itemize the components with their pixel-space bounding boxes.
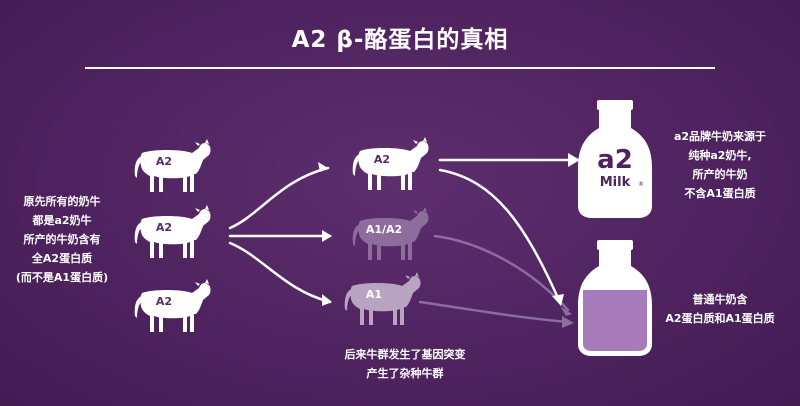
left-note-line: 全A2蛋白质	[31, 252, 93, 265]
left-note-line: 原先所有的奶牛	[23, 195, 101, 208]
mutation-note-line: 后来牛群发生了基因突变	[344, 348, 466, 361]
bottle-brand-milk: Milk	[600, 175, 631, 190]
a2-milk-note-line: a2品牌牛奶来源于	[673, 130, 767, 143]
cow-center-bottom: A1	[344, 272, 421, 325]
regular-milk-note-line: A2蛋白质和A1蛋白质	[665, 312, 775, 325]
cow-center-middle: A1/A2	[352, 207, 429, 260]
a2-milk-note-line: 纯种a2奶牛,	[688, 149, 752, 162]
arrow-a1-to-regular-milk	[418, 300, 570, 324]
arrow-to-center-bottom	[228, 241, 332, 304]
registered-mark: ®	[638, 181, 644, 188]
left-note-line: 所产的牛奶含有	[23, 233, 101, 246]
arrow-to-center-top	[228, 166, 330, 230]
cow-label: A1	[366, 288, 382, 301]
cow-left-bottom: A2	[134, 279, 211, 332]
regular-milk-note: 普通牛奶含 A2蛋白质和A1蛋白质	[648, 290, 792, 328]
left-note: 原先所有的奶牛 都是a2奶牛 所产的牛奶含有 全A2蛋白质 (而不是A1蛋白质)	[4, 192, 120, 287]
left-note-line: 都是a2奶牛	[32, 214, 92, 227]
cow-label: A1/A2	[366, 223, 402, 236]
bottle-brand-a2: a2	[597, 145, 633, 175]
regular-milk-bottle	[578, 240, 652, 356]
cow-label: A2	[156, 155, 172, 168]
arrow-a1a2-to-regular-milk	[433, 234, 570, 312]
a2-milk-bottle: a2 Milk ®	[578, 100, 652, 218]
cow-left-middle: A2	[134, 205, 211, 258]
arrows	[228, 158, 577, 324]
title-divider	[85, 67, 715, 69]
a2-milk-note-line: 所产的牛奶	[692, 168, 748, 181]
mutation-note: 后来牛群发生了基因突变 产生了杂种牛群	[305, 345, 505, 383]
arrow-a2-to-regular-milk	[438, 168, 560, 300]
arrowheads	[318, 153, 580, 328]
cow-label: A2	[156, 221, 172, 234]
a2-milk-note-line: 不含A1蛋白质	[684, 187, 756, 200]
page-title: A2 β-酪蛋白的真相	[291, 27, 509, 53]
regular-milk-note-line: 普通牛奶含	[692, 293, 748, 306]
cow-label: A2	[374, 153, 390, 166]
cow-left-top: A2	[134, 139, 211, 192]
cow-center-top: A2	[352, 137, 429, 190]
mutation-note-line: 产生了杂种牛群	[366, 367, 444, 380]
a2-milk-note: a2品牌牛奶来源于 纯种a2奶牛, 所产的牛奶 不含A1蛋白质	[650, 127, 790, 203]
left-note-line: (而不是A1蛋白质)	[15, 271, 109, 284]
cow-label: A2	[156, 295, 172, 308]
